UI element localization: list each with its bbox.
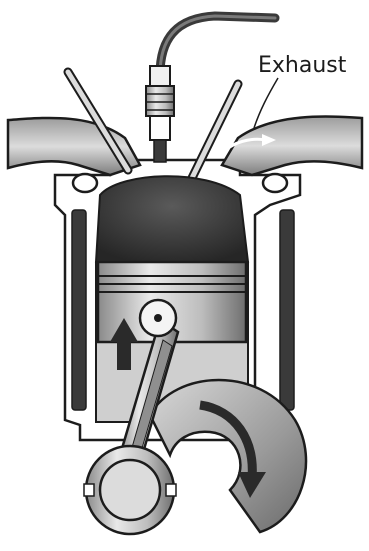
intake-port	[8, 118, 140, 175]
exhaust-port	[222, 117, 362, 175]
head-bolt-right	[263, 174, 287, 192]
combustion-chamber	[96, 176, 248, 262]
coolant-jacket-right	[280, 210, 294, 410]
crank-big-end	[84, 446, 176, 534]
exhaust-leader-line	[254, 78, 278, 128]
coolant-jacket-left	[72, 210, 86, 410]
exhaust-label: Exhaust	[258, 53, 347, 78]
wrist-pin	[140, 300, 176, 336]
spark-plug	[146, 66, 174, 162]
head-bolt-left	[73, 174, 97, 192]
